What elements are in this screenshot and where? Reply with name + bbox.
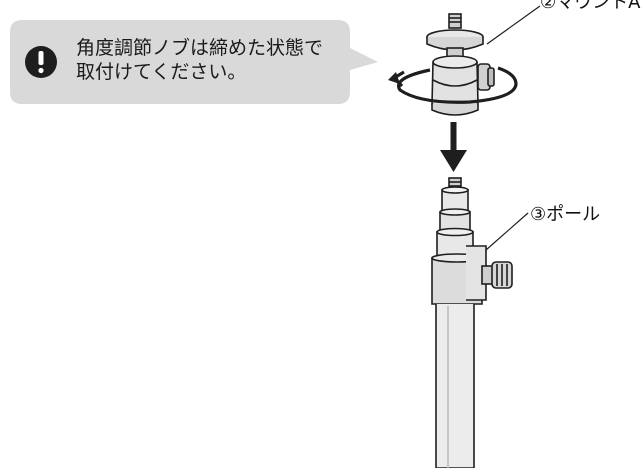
down-arrow bbox=[440, 122, 467, 172]
pole-leader-line bbox=[485, 212, 529, 251]
mount-leader-line bbox=[486, 5, 541, 45]
rotation-arrow bbox=[388, 66, 518, 104]
notice-line-2: 取付けてください。 bbox=[76, 61, 247, 83]
pole-label: ③ポール bbox=[530, 204, 601, 225]
mount-a-part bbox=[426, 13, 495, 116]
notice-callout bbox=[10, 20, 378, 104]
exclamation-icon bbox=[25, 46, 57, 78]
mount-a-label: ②マウントA bbox=[540, 0, 641, 13]
notice-line-1: 角度調節ノブは締めた状態で bbox=[76, 37, 324, 59]
pole-part bbox=[431, 177, 513, 468]
notice-text: 角度調節ノブは締めた状態で 取付けてください。 bbox=[76, 36, 323, 84]
callout-bubble bbox=[10, 20, 378, 104]
